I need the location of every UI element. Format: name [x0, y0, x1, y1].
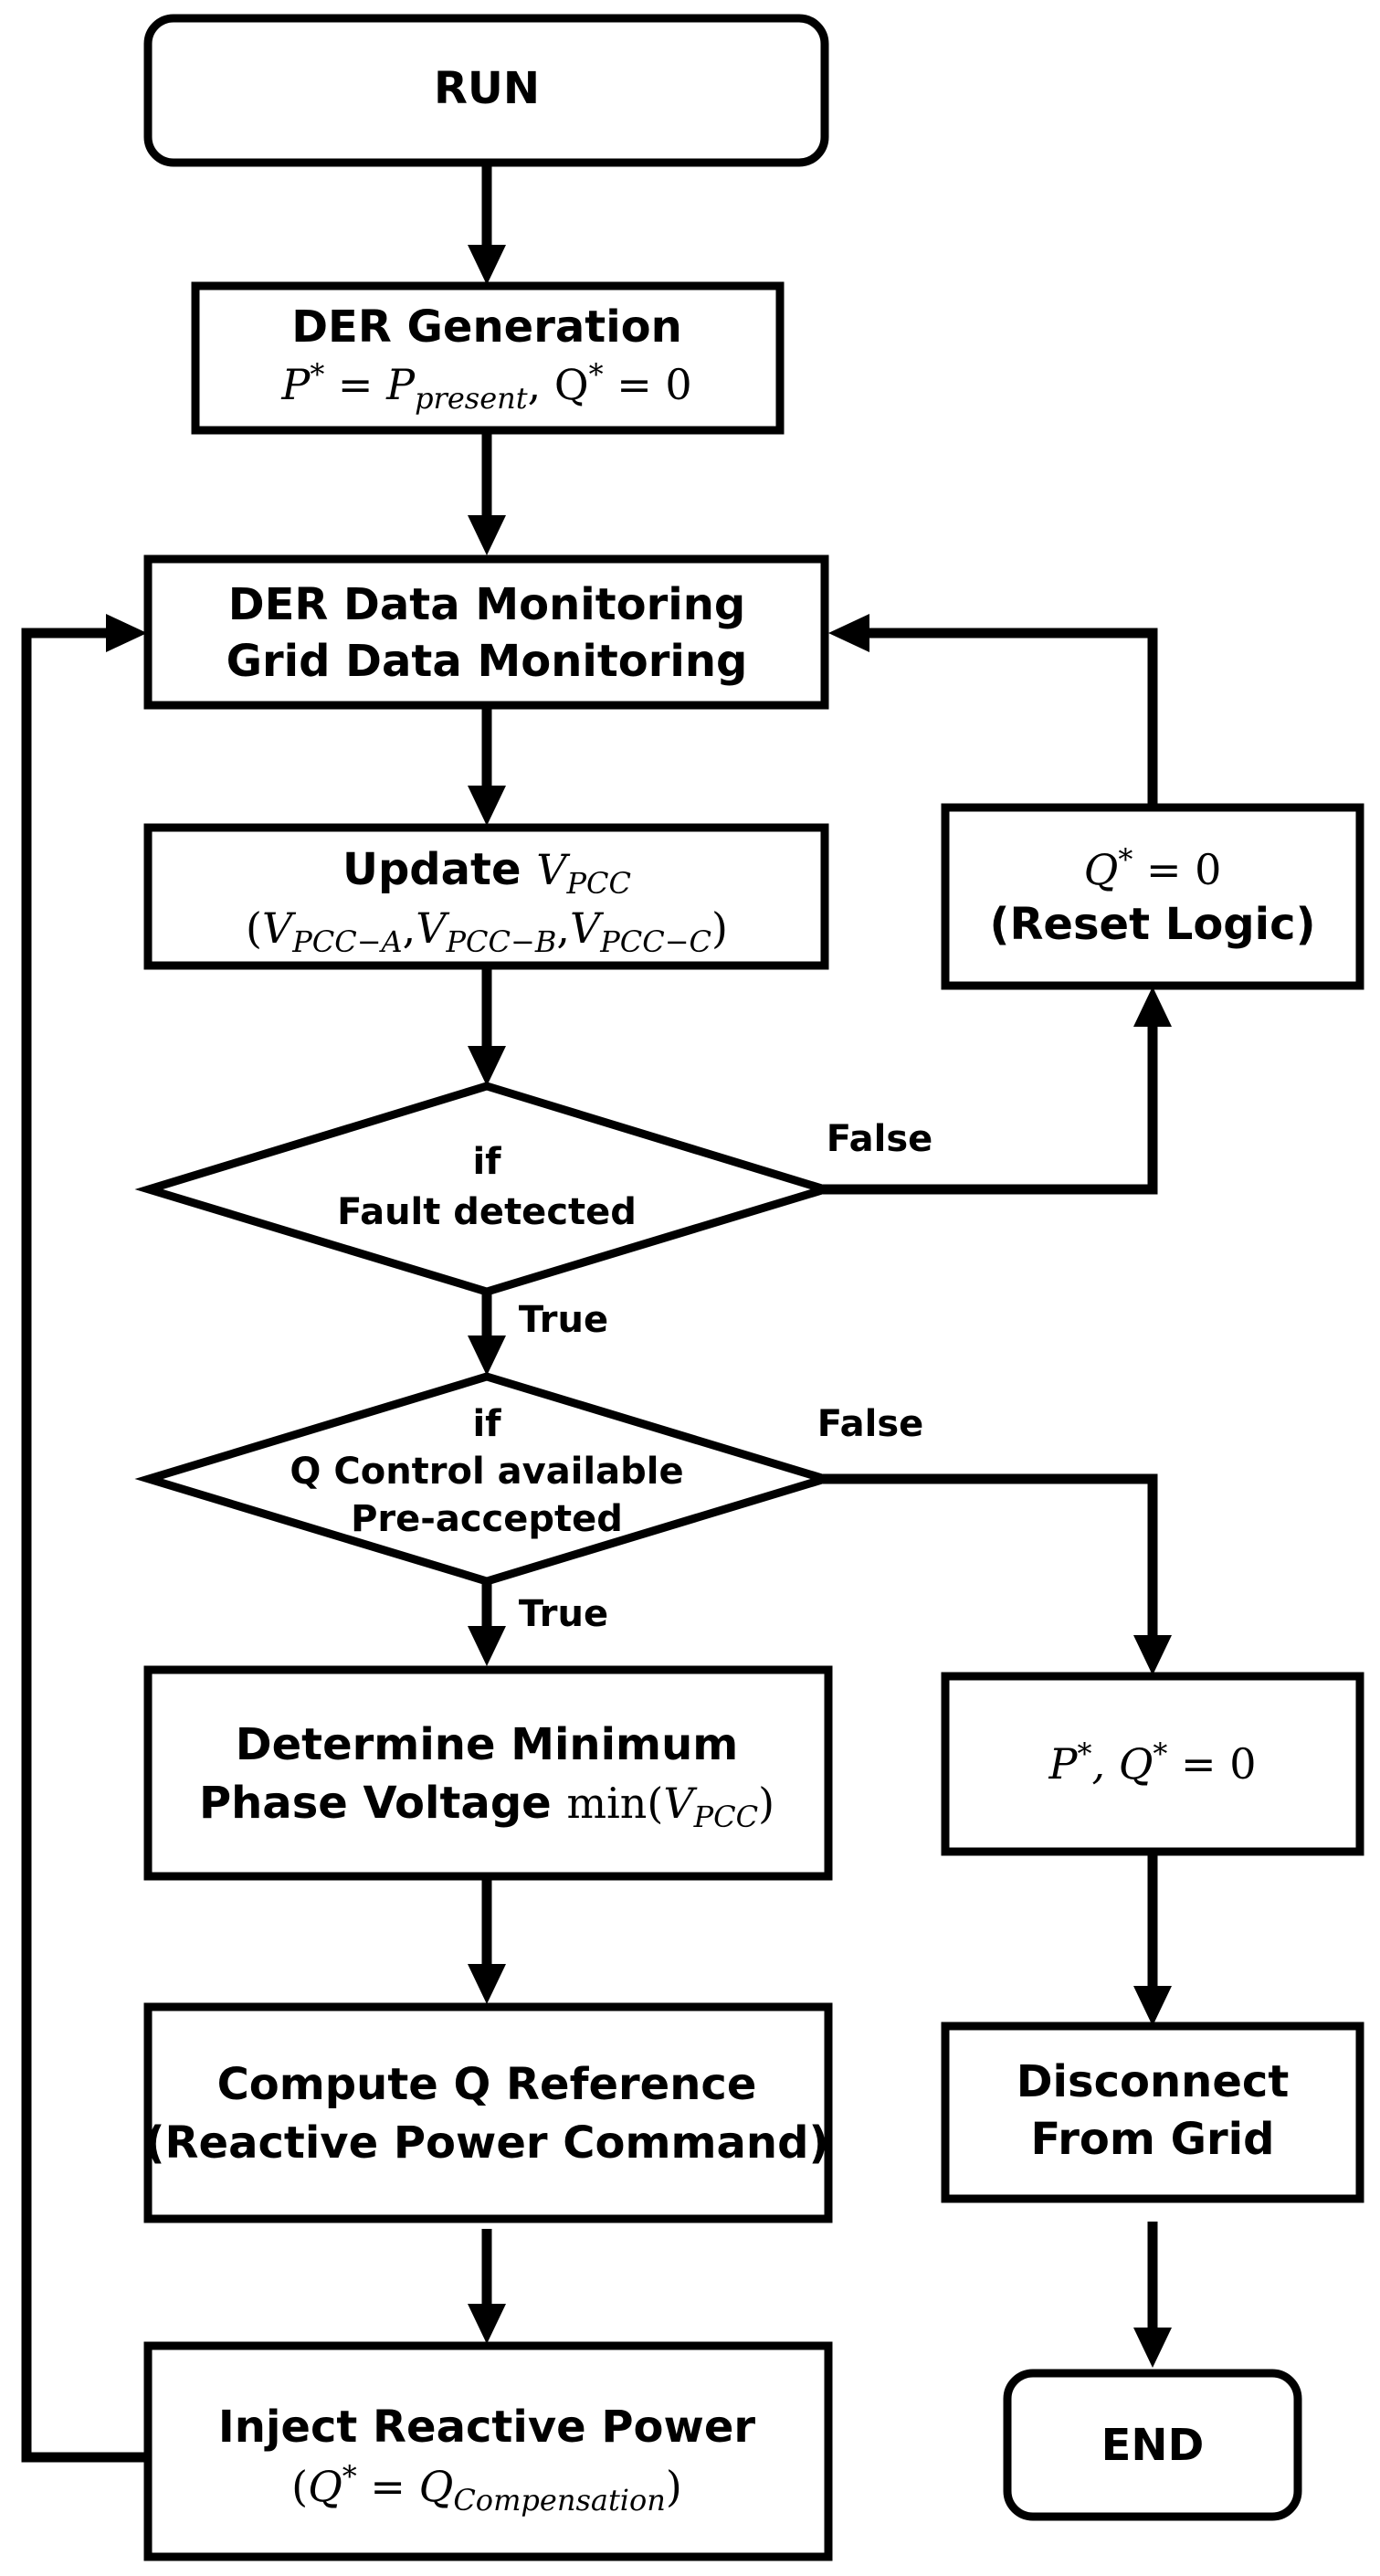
edge-q-false: [823, 1473, 1158, 1637]
connectors: [21, 164, 1172, 2463]
arrowhead-down: [468, 245, 506, 285]
fault-decision-shape: [134, 1082, 839, 1296]
arrowhead-down: [468, 1046, 506, 1086]
q-control-decision-line-2: Q Control available: [290, 1451, 683, 1493]
fault-decision-line-2: Fault detected: [337, 1191, 637, 1233]
reset-logic-shape: [941, 803, 1364, 990]
update-vpcc-shape: [143, 823, 829, 970]
arrowhead-down: [1133, 1635, 1172, 1675]
reset-logic-equation: Q* = 0: [1084, 842, 1222, 894]
min-phase-voltage-line-1: Determine Minimum: [236, 1719, 739, 1770]
update-vpcc-box: Update VPCC (VPCC−A,VPCC−B,VPCC−C): [143, 823, 829, 970]
der-generation-box: DER Generation P* = Ppresent, Q* = 0: [191, 281, 785, 435]
arrowhead-down: [468, 1336, 506, 1376]
fault-decision-line-1: if: [472, 1141, 501, 1183]
edge-reset-to-monitoring: [868, 628, 1158, 807]
q-control-decision: if Q Control available Pre-accepted: [134, 1372, 839, 1586]
disconnect-shape: [941, 2022, 1364, 2203]
inject-shape: [143, 2341, 833, 2561]
run-label: RUN: [434, 63, 540, 114]
compute-q-line-2: (Reactive Power Command): [145, 2117, 829, 2169]
run-terminal: RUN: [143, 14, 829, 167]
der-generation-equation: P* = Ppresent, Q* = 0: [280, 357, 691, 416]
compute-q-line-1: Compute Q Reference: [217, 2059, 757, 2110]
arrowhead-down: [1133, 2328, 1172, 2368]
arrowhead-left: [828, 614, 869, 652]
reset-logic-label: (Reset Logic): [990, 899, 1316, 950]
arrowhead-up: [1133, 987, 1172, 1027]
q-control-decision-line-3: Pre-accepted: [351, 1498, 623, 1540]
monitoring-line-2: Grid Data Monitoring: [226, 636, 748, 687]
arrowhead-down: [468, 1964, 506, 2004]
edge-inject-loop: [21, 628, 148, 2463]
pq-zero-shape: [941, 1672, 1364, 1856]
der-generation-shape: [191, 281, 785, 435]
arrowhead-down: [468, 786, 506, 826]
inject-equation: (Q* = QCompensation): [291, 2459, 682, 2518]
arrowhead-down: [1133, 1986, 1172, 2026]
arrowhead-down: [468, 515, 506, 555]
disconnect-line-1: Disconnect: [1017, 2056, 1290, 2107]
pq-zero-box: P*, Q* = 0: [941, 1672, 1364, 1856]
compute-q-box: Compute Q Reference (Reactive Power Comm…: [143, 2002, 833, 2223]
q-control-decision-line-1: if: [472, 1403, 501, 1445]
compute-q-shape: [143, 2002, 833, 2223]
pq-zero-equation: P*, Q* = 0: [1048, 1737, 1257, 1789]
edge-fault-false: [823, 1023, 1158, 1195]
update-vpcc-title: Update VPCC: [342, 844, 631, 901]
monitoring-line-1: DER Data Monitoring: [228, 579, 746, 630]
q-control-decision-shape: [134, 1372, 839, 1586]
arrowhead-down: [468, 2304, 506, 2344]
monitoring-box: DER Data Monitoring Grid Data Monitoring: [143, 554, 829, 710]
end-shape: [1003, 2369, 1302, 2521]
der-generation-title: DER Generation: [291, 301, 682, 353]
min-phase-voltage-box: Determine Minimum Phase Voltage min(VPCC…: [143, 1665, 833, 1881]
disconnect-box: Disconnect From Grid: [941, 2022, 1364, 2203]
q-true-label: True: [519, 1593, 608, 1635]
fault-decision: if Fault detected: [134, 1082, 839, 1296]
q-false-label: False: [817, 1403, 924, 1445]
inject-box: Inject Reactive Power (Q* = QCompensatio…: [143, 2341, 833, 2561]
inject-line-1: Inject Reactive Power: [218, 2402, 756, 2453]
end-terminal: END: [1003, 2369, 1302, 2521]
monitoring-shape: [143, 554, 829, 710]
arrowhead-down: [468, 1626, 506, 1666]
min-phase-voltage-line-2: Phase Voltage min(VPCC): [199, 1778, 774, 1834]
disconnect-line-2: From Grid: [1031, 2114, 1275, 2165]
reset-logic-box: Q* = 0 (Reset Logic): [941, 803, 1364, 990]
arrowhead-right: [106, 614, 147, 652]
update-vpcc-phases: (VPCC−A,VPCC−B,VPCC−C): [246, 903, 728, 959]
fault-false-label: False: [827, 1118, 933, 1160]
fault-true-label: True: [519, 1299, 608, 1341]
run-shape: [143, 14, 829, 167]
end-label: END: [1101, 2420, 1205, 2471]
min-phase-voltage-shape: [143, 1665, 833, 1881]
